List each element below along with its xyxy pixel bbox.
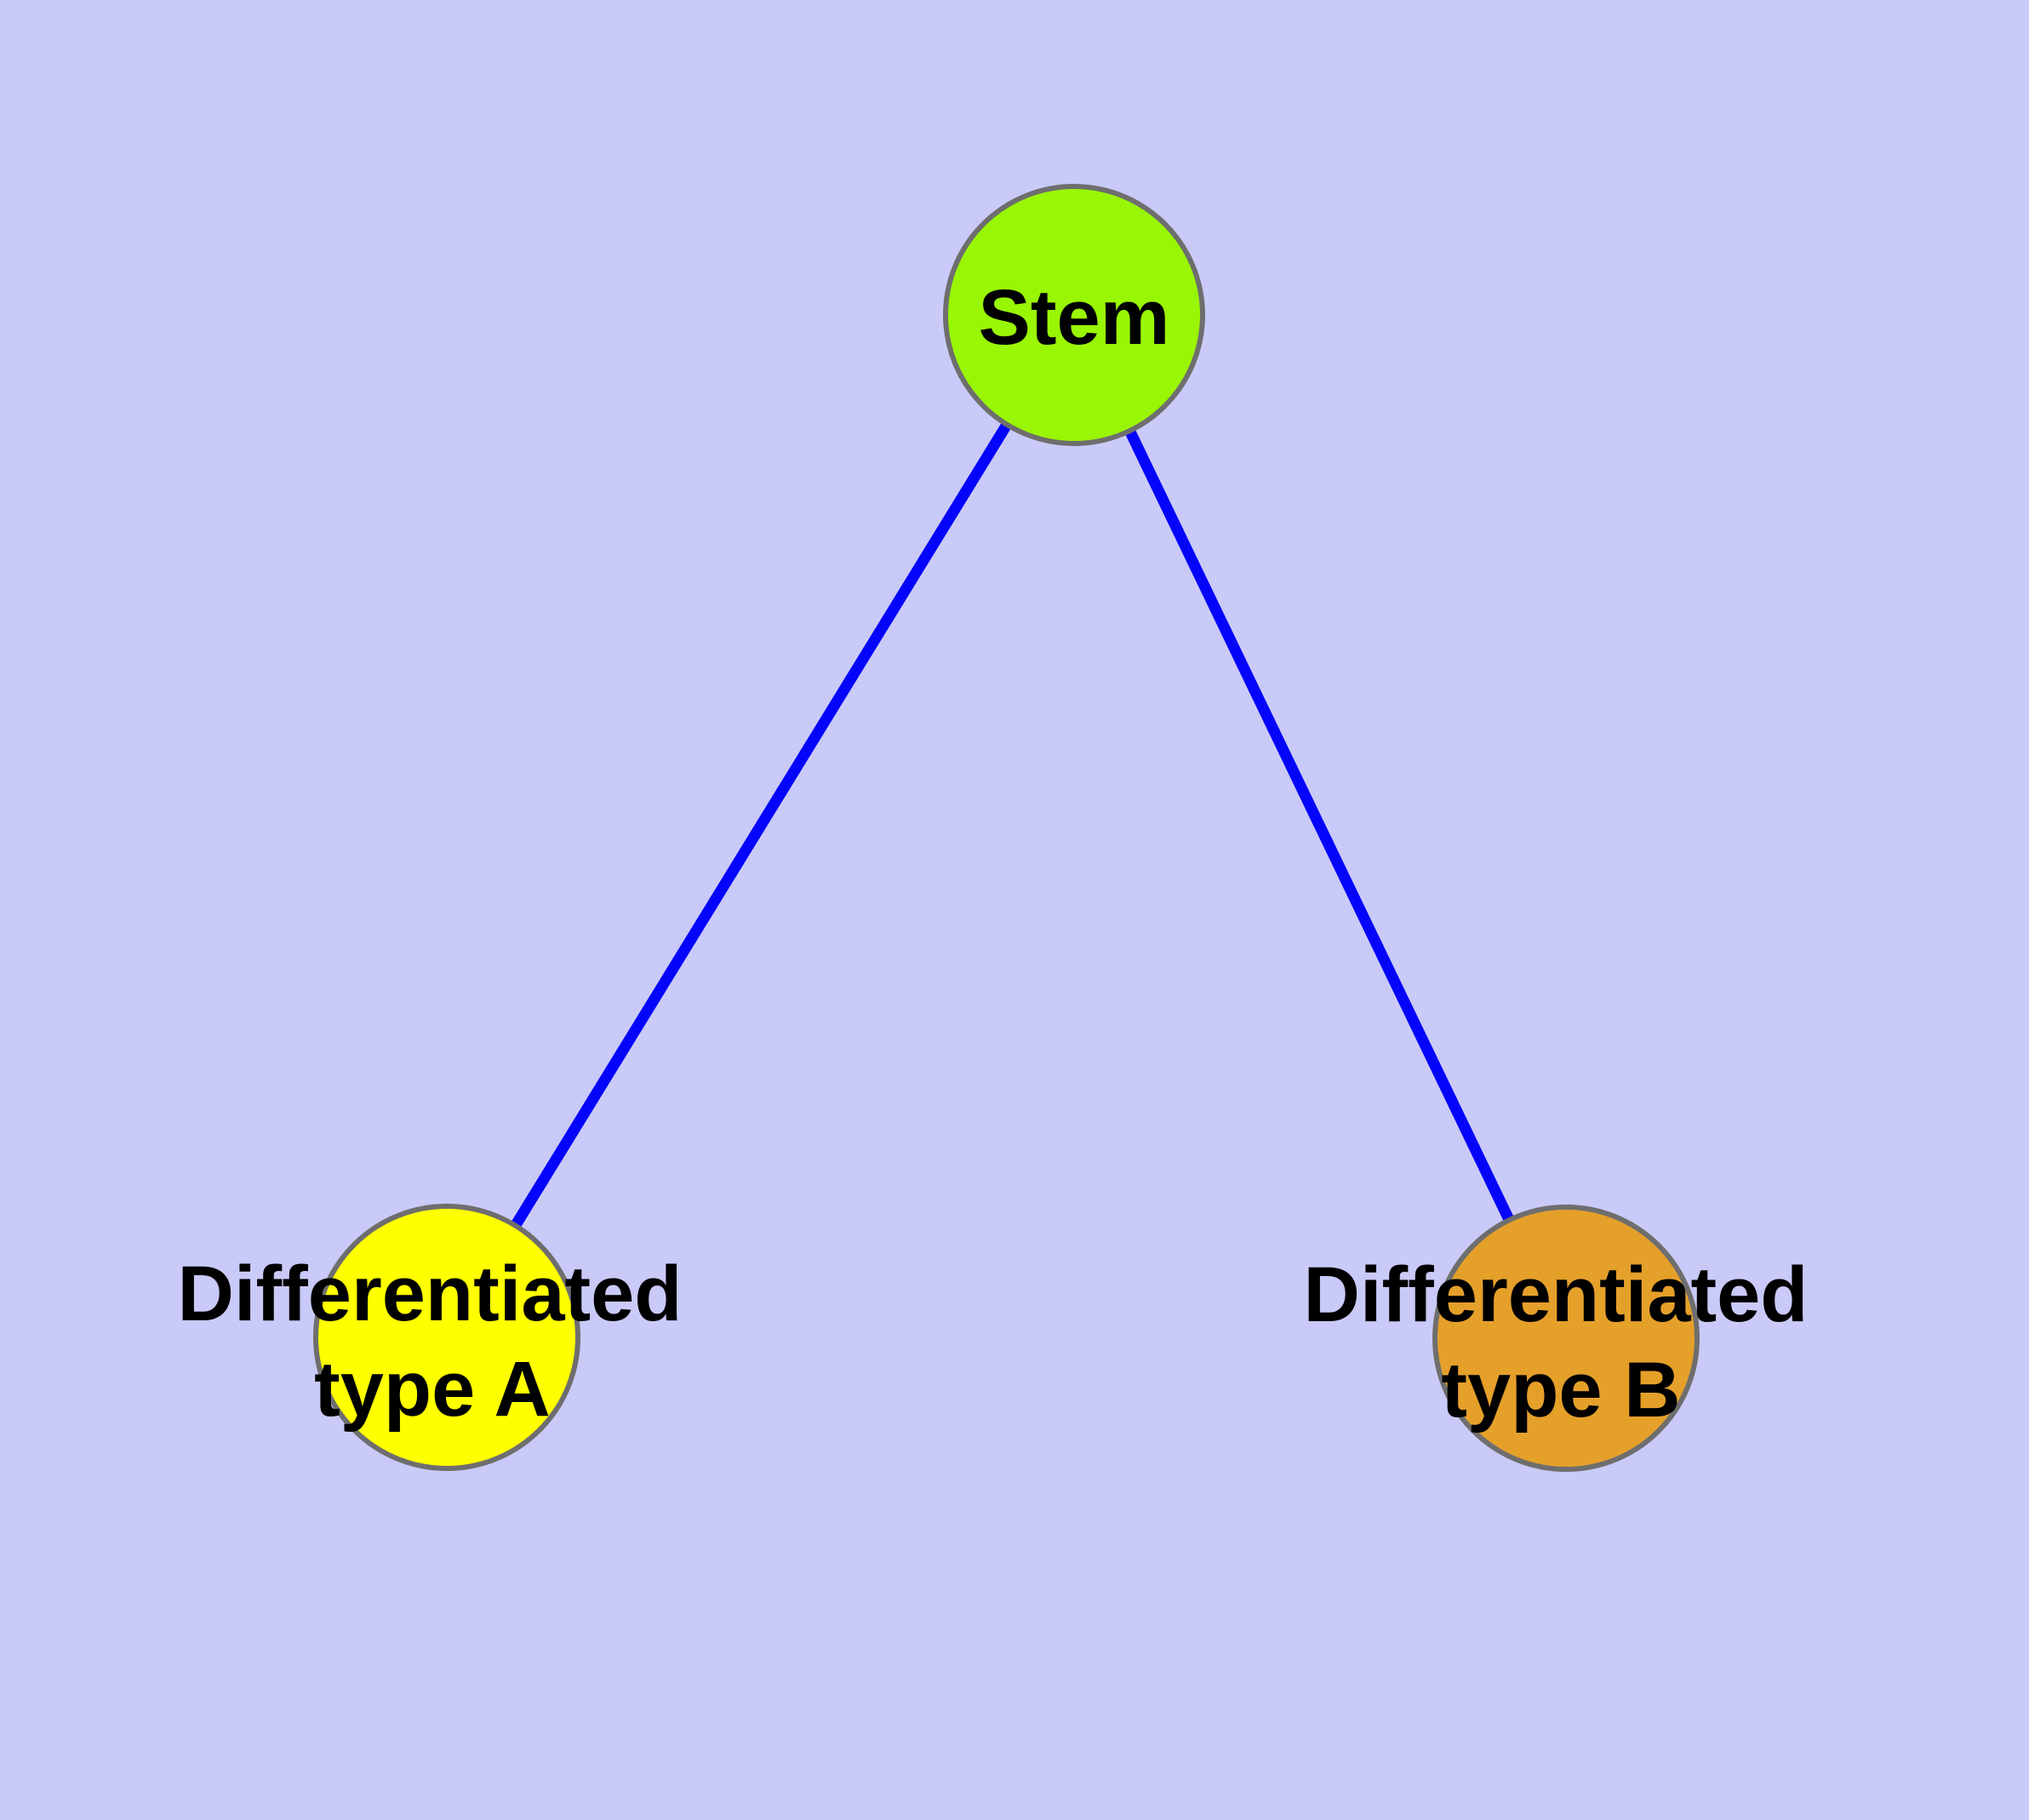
node-stem: Stem — [943, 184, 1205, 446]
node-stem-label: Stem — [979, 274, 1170, 361]
node-differentiated-type-b-label-line-2: type B — [1441, 1347, 1680, 1434]
node-stem-circle — [943, 184, 1205, 446]
node-differentiated-type-b-label-line-1: Differentiated — [1304, 1251, 1809, 1338]
node-differentiated-type-a-label-line-2: type A — [314, 1346, 551, 1433]
edge-stem-to-type-a — [442, 312, 1079, 1341]
edges — [442, 312, 1571, 1341]
edge-stem-to-type-b — [1069, 312, 1571, 1341]
node-differentiated-type-b: Differentiated type B — [1304, 1205, 1809, 1472]
node-differentiated-type-a-label-line-1: Differentiated — [178, 1251, 683, 1337]
node-differentiated-type-a-circle — [313, 1204, 580, 1471]
node-differentiated-type-b-circle — [1432, 1205, 1700, 1472]
node-differentiated-type-a: Differentiated type A — [178, 1204, 683, 1471]
